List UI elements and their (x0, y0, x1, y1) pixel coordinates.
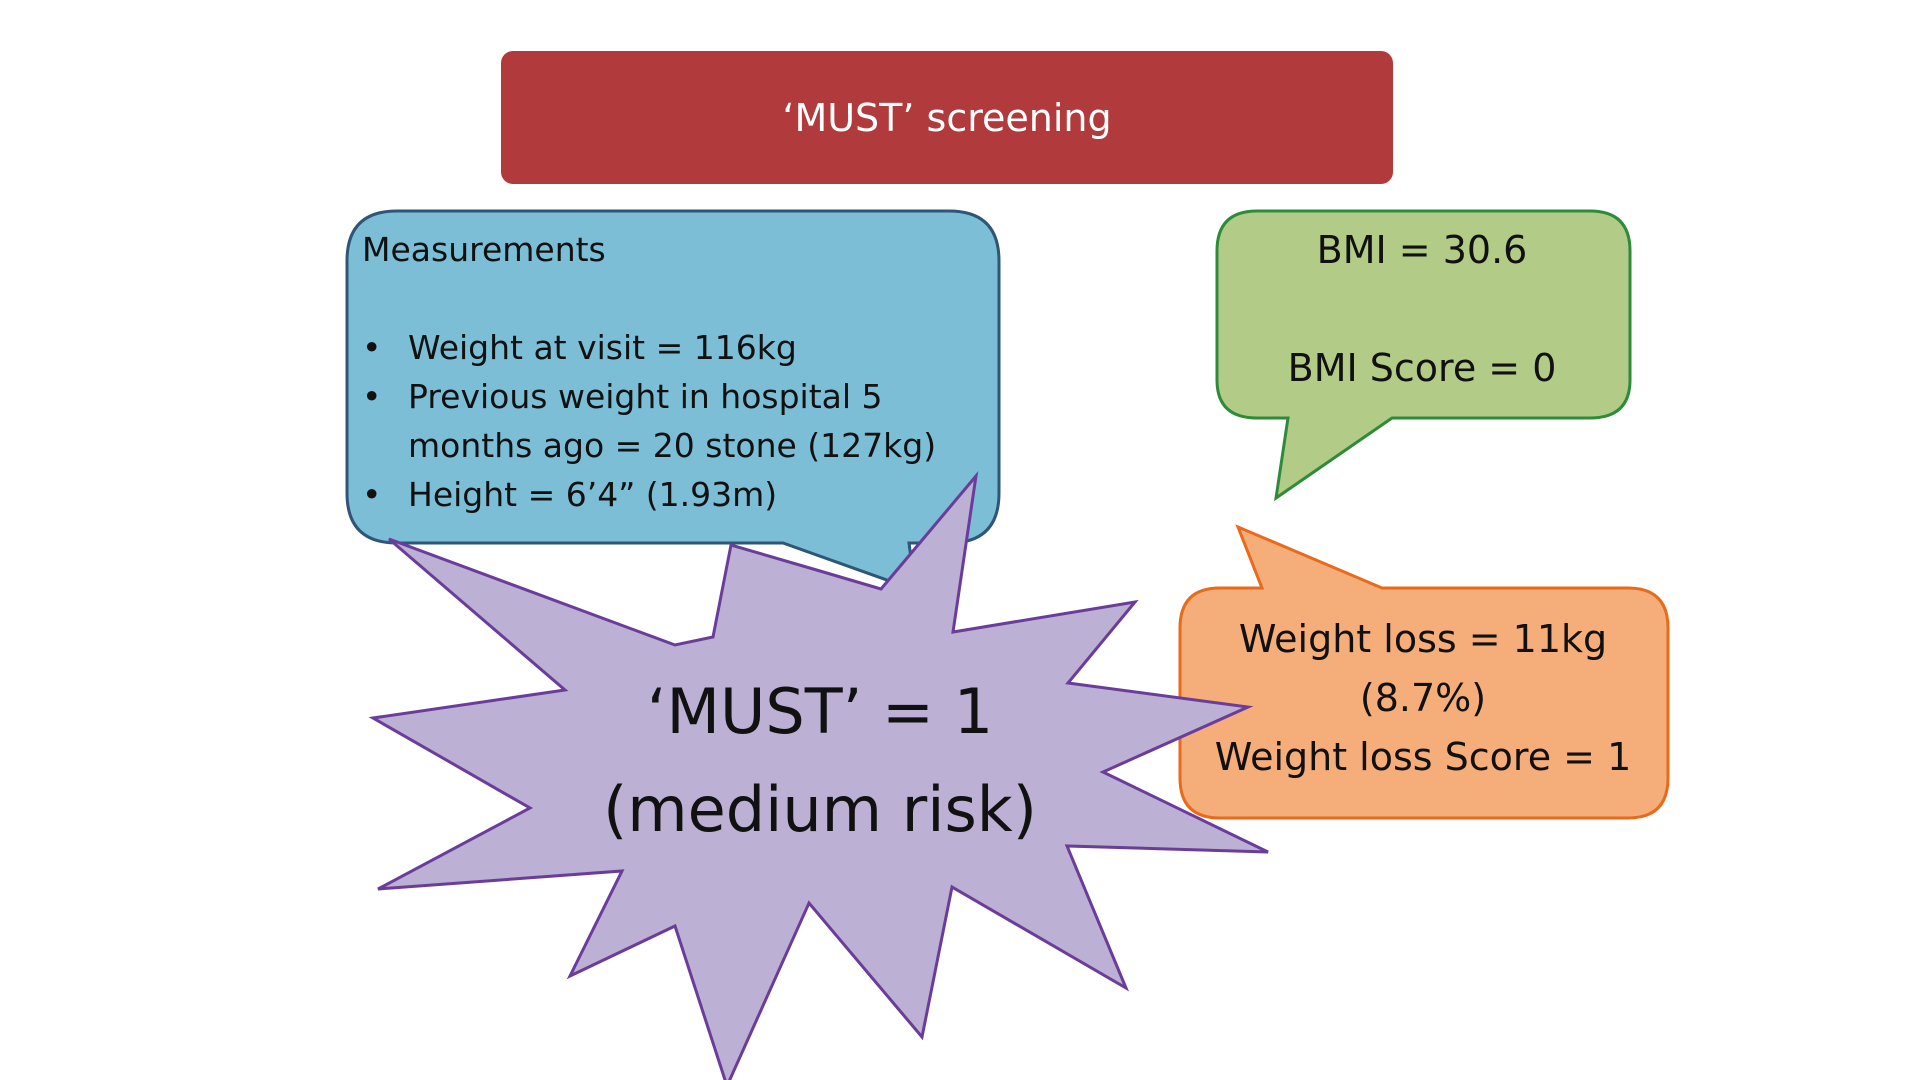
title-bar-shape (501, 51, 1393, 184)
weight-loss-callout: Weight loss = 11kg (8.7%) Weight loss Sc… (1180, 610, 1666, 790)
list-item: Previous weight in hospital 5 months ago… (362, 372, 982, 470)
bmi-callout: BMI = 30.6 BMI Score = 0 (1222, 221, 1622, 411)
measurements-heading: Measurements (362, 230, 606, 269)
weight-loss-callout-shape (1178, 524, 1670, 820)
measurements-list: Weight at visit = 116kg Previous weight … (362, 323, 982, 519)
weight-loss-percent: (8.7%) (1359, 676, 1487, 720)
measurements-callout: Measurements Weight at visit = 116kg Pre… (362, 225, 982, 525)
list-item: Height = 6’4” (1.93m) (362, 470, 982, 519)
page-title: ‘MUST’ screening (782, 95, 1112, 140)
list-item: Weight at visit = 116kg (362, 323, 982, 372)
weight-loss-score: Weight loss Score = 1 (1214, 735, 1632, 779)
bmi-value: BMI = 30.6 (1316, 228, 1528, 272)
weight-loss-amount: Weight loss = 11kg (1238, 617, 1608, 661)
must-score: ‘MUST’ = 1 (646, 675, 994, 748)
bmi-callout-shape (1215, 209, 1632, 502)
result-burst-shape (368, 470, 1269, 1080)
bmi-score: BMI Score = 0 (1287, 346, 1557, 390)
bmi-spacer (1222, 279, 1622, 339)
must-risk-level: (medium risk) (603, 773, 1037, 846)
must-result: ‘MUST’ = 1 (medium risk) (540, 663, 1100, 863)
